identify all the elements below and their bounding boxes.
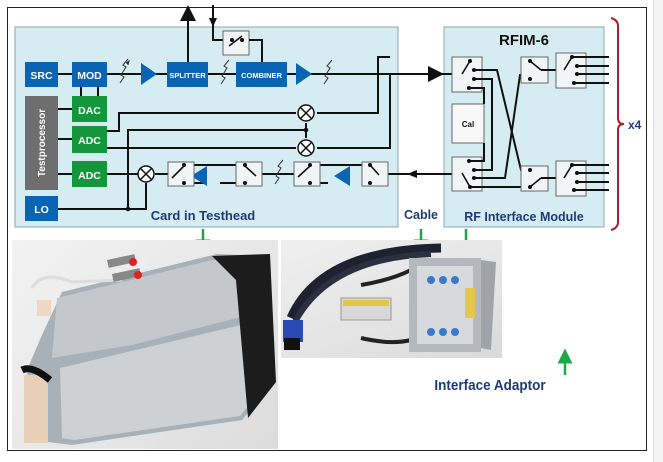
multiplier-label: x4 [628,118,642,132]
cal-block [451,103,485,144]
switch-box [222,30,250,56]
mod-label: MOD [77,70,102,82]
switch-icon [451,56,483,93]
attenuator-icon [220,59,230,85]
rfim-title: RFIM-6 [499,32,549,49]
testprocessor-block [25,96,58,190]
mixer-icon [137,165,155,183]
cable-label: Cable [404,208,438,222]
amplifier-icon [296,63,312,85]
card-section-title: Card in Testhead [151,208,256,223]
adc-block [72,161,107,187]
switch-icon [361,161,389,187]
rx-arrowhead [407,170,417,178]
adc-label: ADC [78,170,101,182]
src-block [25,62,58,87]
attenuator-icon [274,159,284,185]
adaptor-photo [281,240,502,358]
switch-icon [293,161,321,187]
dac-label: DAC [78,105,101,117]
page-edge [653,0,663,462]
combiner-label: COMBINER [241,71,282,80]
brace-icon [610,17,625,231]
combiner-block [236,62,287,87]
amplifier-icon [141,63,157,85]
amplifier-icon [191,166,207,186]
mod-block [72,62,107,87]
lo-block [25,196,58,221]
mixer-icon [297,139,315,157]
attenuator-icon [119,58,130,84]
combiner-in-arrowhead [209,18,217,27]
cal-label: Cal [462,120,474,129]
adc-block [72,126,107,153]
splitter-label: SPLITTER [169,71,206,80]
lo-label: LO [34,204,49,216]
card-photo [12,240,278,449]
rfim-subtitle: RF Interface Module [464,210,584,224]
adc-label: ADC [78,135,101,147]
switch-icon [451,156,483,192]
src-label: SRC [30,70,53,82]
splitter-block [167,62,208,87]
interface-adaptor-label: Interface Adaptor [434,377,546,394]
testprocessor-label: Testprocessor [37,109,48,177]
mixer-icon [297,104,315,122]
switch-icon [235,161,263,187]
switch-icon [167,161,195,187]
attenuator-icon [323,59,333,85]
dac-block [72,96,107,122]
amplifier-icon [334,166,350,186]
